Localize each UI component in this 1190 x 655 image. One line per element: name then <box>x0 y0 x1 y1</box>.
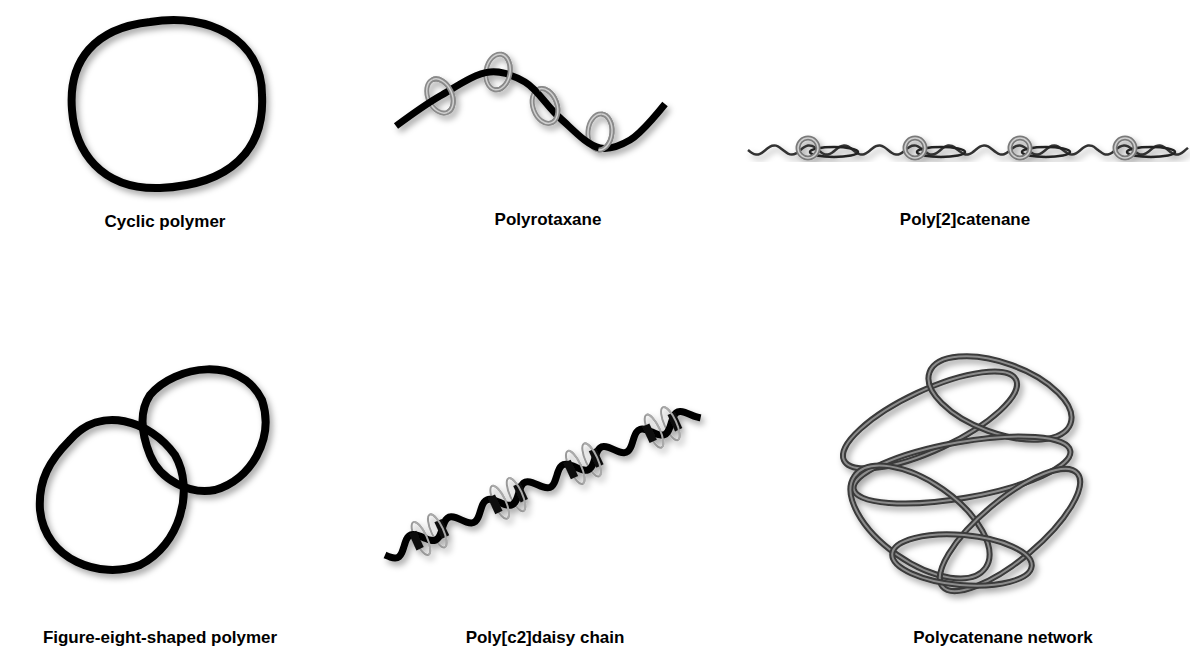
caption: Polycatenane network <box>913 628 1093 648</box>
cyclic-polymer <box>72 20 263 188</box>
caption: Cyclic polymer <box>105 212 226 232</box>
caption: Poly[2]catenane <box>900 210 1030 230</box>
catenane-network-drawing <box>831 339 1096 609</box>
caption: Poly[c2]daisy chain <box>466 628 625 648</box>
caption: Figure-eight-shaped polymer <box>43 628 277 648</box>
daisy-chain-drawing <box>385 405 701 558</box>
polycatenane-drawing <box>748 138 1188 158</box>
caption: Polyrotaxane <box>495 210 602 230</box>
figure-eight-polymer <box>40 369 266 570</box>
polyrotaxane-drawing <box>396 52 665 151</box>
